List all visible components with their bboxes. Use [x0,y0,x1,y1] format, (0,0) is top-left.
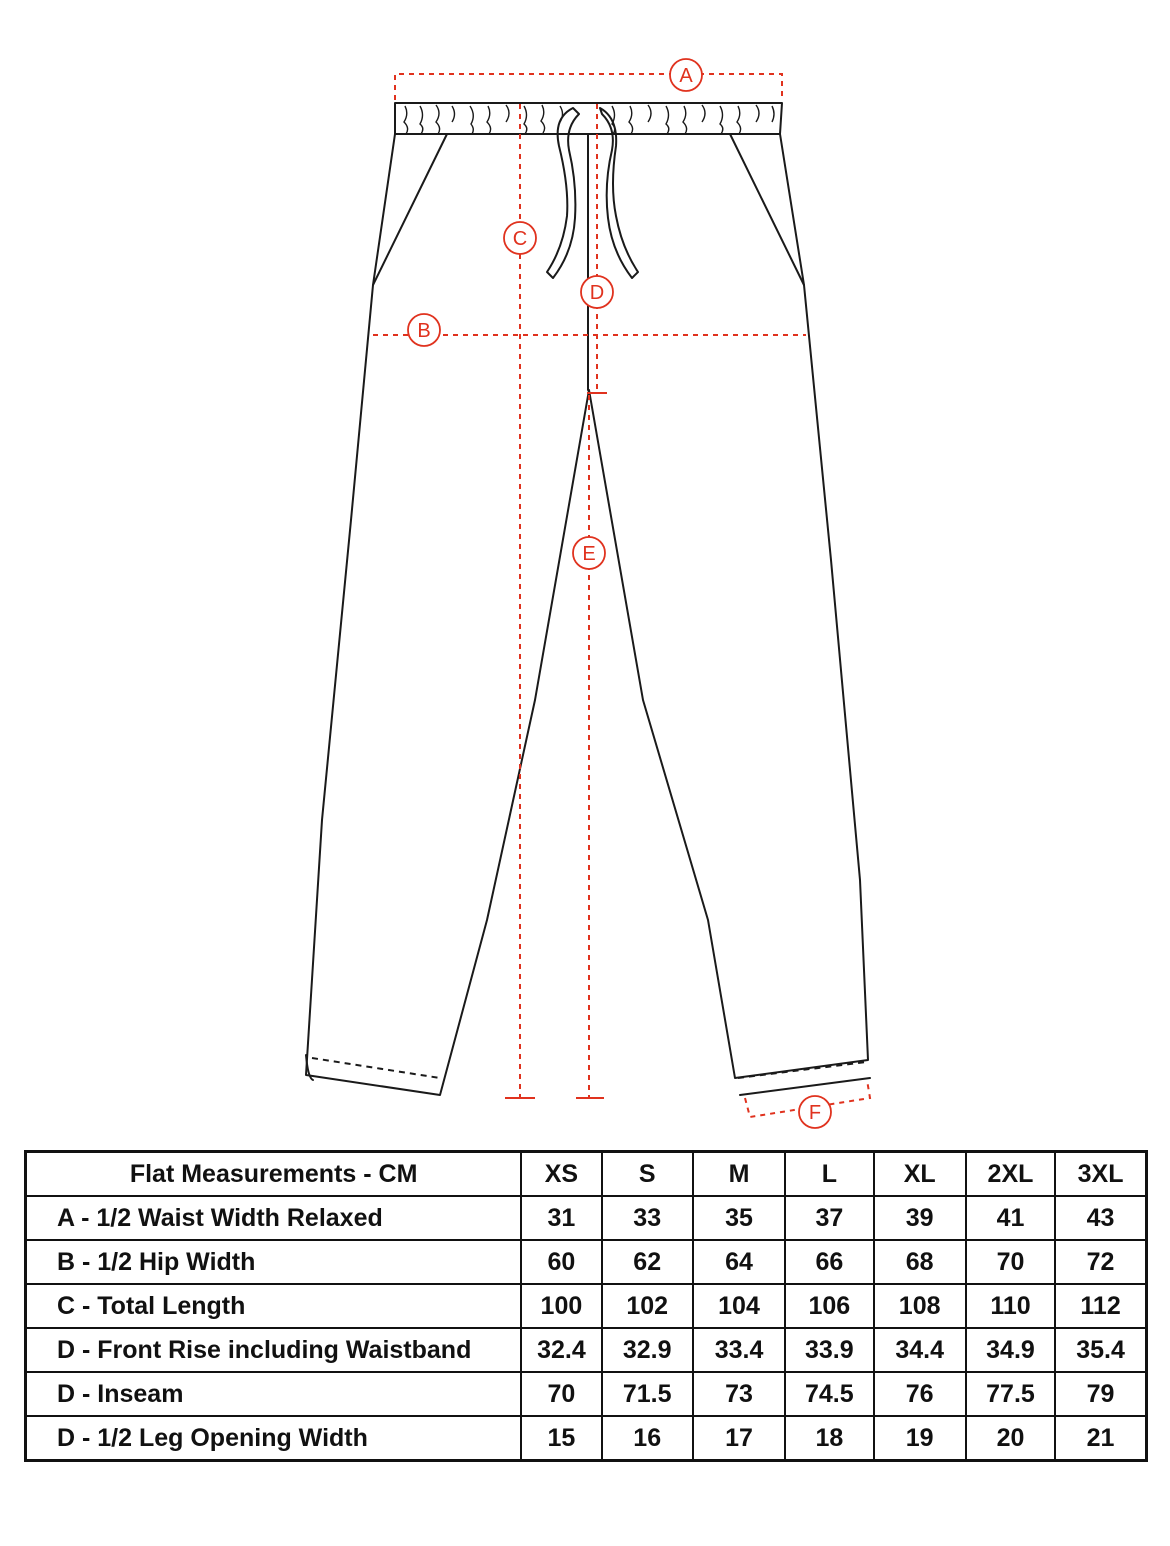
table-cell: 34.4 [872,1327,967,1373]
marker-f-label: F [809,1102,821,1124]
table-cell: 79 [1054,1371,1148,1417]
table-cell: 15 [520,1415,603,1462]
row-label: D - Front Rise including Waistband [24,1327,523,1373]
table-row: C - Total Length 100 102 104 106 108 110… [24,1283,1148,1329]
table-cell: 33.4 [691,1327,787,1373]
table-cell: 72 [1054,1239,1148,1285]
table-cell: 112 [1054,1283,1148,1329]
table-cell: 70 [520,1371,603,1417]
table-cell: 77.5 [964,1371,1057,1417]
table-cell: 33 [600,1195,694,1241]
marker-a-label: A [679,65,693,87]
size-header: S [600,1150,694,1197]
table-cell: 20 [964,1415,1057,1462]
measurement-guides [373,73,872,1119]
table-cell: 102 [600,1283,694,1329]
size-header: 3XL [1054,1150,1148,1197]
table-cell: 39 [872,1195,967,1241]
table-cell: 74.5 [784,1371,875,1417]
table-cell: 106 [784,1283,875,1329]
table-cell: 76 [872,1371,967,1417]
table-row: D - Inseam 70 71.5 73 74.5 76 77.5 79 [24,1371,1148,1417]
row-label: B - 1/2 Hip Width [24,1239,523,1285]
marker-e-label: E [582,543,595,565]
table-cell: 19 [872,1415,967,1462]
table-cell: 62 [600,1239,694,1285]
table-cell: 71.5 [600,1371,694,1417]
table-row: D - Front Rise including Waistband 32.4 … [24,1327,1148,1373]
size-header: L [784,1150,875,1197]
pants-outline [305,102,871,1096]
marker-c-label: C [513,228,527,250]
table-cell: 70 [964,1239,1057,1285]
table-cell: 18 [784,1415,875,1462]
table-cell: 33.9 [784,1327,875,1373]
size-chart-table: Flat Measurements - CM XS S M L XL 2XL 3… [24,1150,1148,1462]
marker-b: B [407,313,441,347]
table-cell: 108 [872,1283,967,1329]
marker-b-label: B [417,320,430,342]
row-label: D - 1/2 Leg Opening Width [24,1415,523,1462]
waistband-gathers [403,104,775,135]
pants-diagram: A B C D E F [305,58,872,1129]
left-hem-stitch [311,1057,441,1079]
marker-d: D [580,275,614,309]
row-label: C - Total Length [24,1283,523,1329]
table-cell: 64 [691,1239,787,1285]
row-label: D - Inseam [24,1371,523,1417]
table-cell: 73 [691,1371,787,1417]
table-row: B - 1/2 Hip Width 60 62 64 66 68 70 72 [24,1239,1148,1285]
table-cell: 32.4 [520,1327,603,1373]
table-cell: 34.9 [964,1327,1057,1373]
table-header-label: Flat Measurements - CM [24,1150,523,1197]
table-cell: 110 [964,1283,1057,1329]
table-cell: 100 [520,1283,603,1329]
table-row: D - 1/2 Leg Opening Width 15 16 17 18 19… [24,1415,1148,1462]
table-cell: 68 [872,1239,967,1285]
marker-a: A [669,58,703,92]
table-cell: 60 [520,1239,603,1285]
marker-c: C [503,221,537,255]
table-cell: 32.9 [600,1327,694,1373]
table-header-row: Flat Measurements - CM XS S M L XL 2XL 3… [24,1150,1148,1197]
table-cell: 41 [964,1195,1057,1241]
table-cell: 66 [784,1239,875,1285]
table-cell: 35 [691,1195,787,1241]
table-cell: 31 [520,1195,603,1241]
table-cell: 104 [691,1283,787,1329]
table-cell: 43 [1054,1195,1148,1241]
table-row: A - 1/2 Waist Width Relaxed 31 33 35 37 … [24,1195,1148,1241]
size-header: M [691,1150,787,1197]
size-header: XS [520,1150,603,1197]
marker-f: F [798,1095,832,1129]
marker-d-label: D [590,282,604,304]
size-header: 2XL [964,1150,1057,1197]
table-cell: 37 [784,1195,875,1241]
table-cell: 17 [691,1415,787,1462]
row-label: A - 1/2 Waist Width Relaxed [24,1195,523,1241]
table-cell: 21 [1054,1415,1148,1462]
marker-e: E [572,536,606,570]
table-cell: 35.4 [1054,1327,1148,1373]
size-header: XL [872,1150,967,1197]
table-cell: 16 [600,1415,694,1462]
